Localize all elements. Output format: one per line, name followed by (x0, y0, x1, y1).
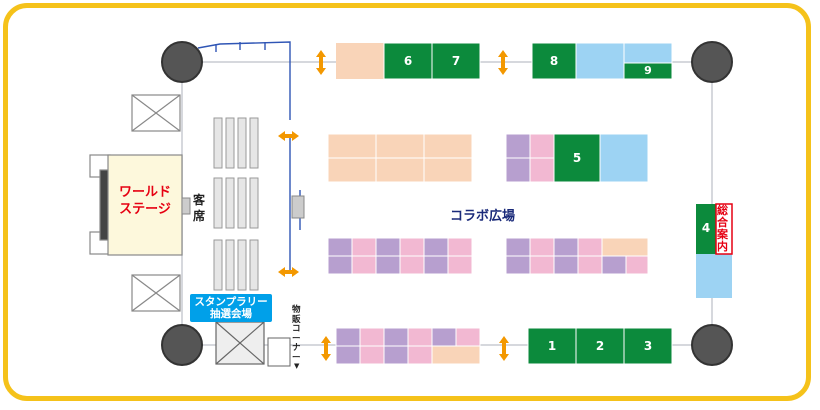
audience-seats-label: 客 席 (193, 193, 206, 223)
world-stage-label: ワールド ステージ (118, 185, 171, 217)
booth-1[interactable] (527, 327, 577, 365)
pillar-top-right (691, 41, 733, 83)
triangle-icon: ▼ (294, 362, 300, 370)
booth-1-number: 1 (547, 339, 557, 353)
top-blue-booth-b (623, 42, 673, 64)
top-blue-booth-a (575, 42, 625, 80)
booth-5-number: 5 (572, 151, 582, 165)
booth-7-number: 7 (451, 54, 461, 68)
collab-block-right (505, 237, 649, 275)
booth-9-number: 9 (644, 64, 652, 77)
booth-7[interactable] (431, 42, 481, 80)
booth-2-number: 2 (595, 339, 605, 353)
peach-block (327, 133, 473, 183)
collab-block-left (327, 237, 473, 275)
orange-arrows (278, 50, 509, 361)
top-peach-booth (336, 43, 384, 79)
right-blue-booth (696, 254, 732, 298)
pillar-bottom-right (691, 324, 733, 366)
info-desk[interactable] (715, 203, 733, 255)
partition-lines (197, 41, 301, 270)
stamp-rally-label: スタンプラリー 抽選会場 (190, 296, 272, 320)
info-desk-label: 総合案内 (717, 204, 728, 253)
stamp-rally-line2: 抽選会場 (210, 308, 252, 320)
booth-9[interactable] (623, 62, 673, 80)
booth-6-number: 6 (403, 54, 413, 68)
booth-8[interactable] (531, 42, 577, 80)
audience-seat-blocks (213, 117, 259, 291)
booth-4[interactable] (696, 204, 716, 254)
bottom-left-block (335, 327, 481, 365)
collab-plaza-label: コラボ広場 (450, 209, 516, 224)
booth-8-number: 8 (549, 54, 559, 68)
booth-4-number: 4 (701, 221, 711, 235)
stamp-rally-line1: スタンプラリー (194, 296, 268, 308)
booth-5-block (505, 133, 649, 183)
booth-5[interactable] (553, 133, 601, 183)
stamp-rally-tent (215, 321, 265, 365)
pillar-top-left (161, 41, 203, 83)
booth-3[interactable] (623, 327, 673, 365)
world-stage (107, 154, 183, 256)
booth-3-number: 3 (643, 339, 653, 353)
goods-corner-label: 物販コーナー (292, 305, 301, 363)
pillar-bottom-left (161, 324, 203, 366)
stamp-rally-sign (190, 294, 272, 322)
booth-2[interactable] (575, 327, 625, 365)
